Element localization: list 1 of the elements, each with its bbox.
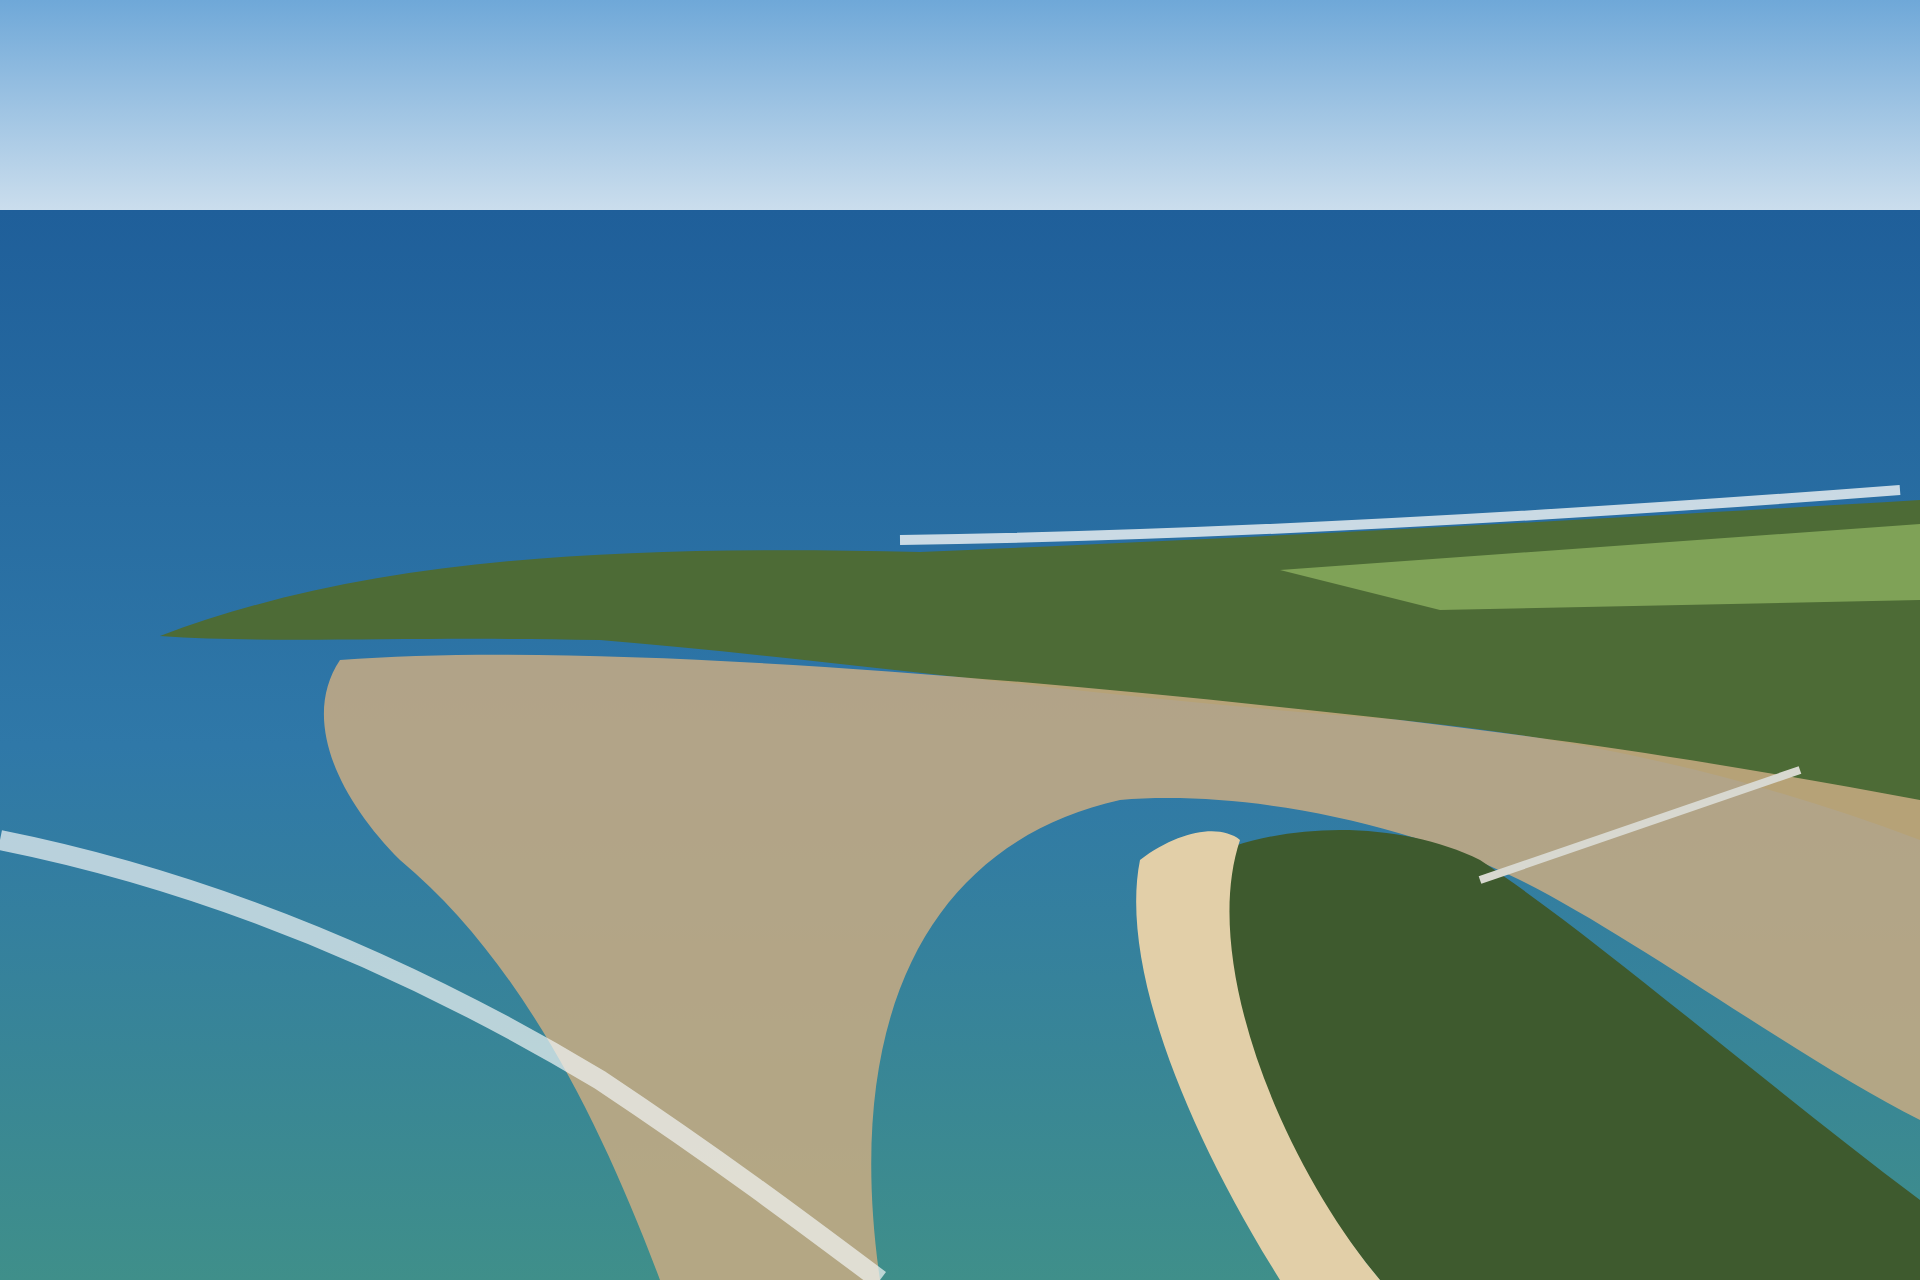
aerial-coastline-drawing [0, 0, 1920, 1280]
